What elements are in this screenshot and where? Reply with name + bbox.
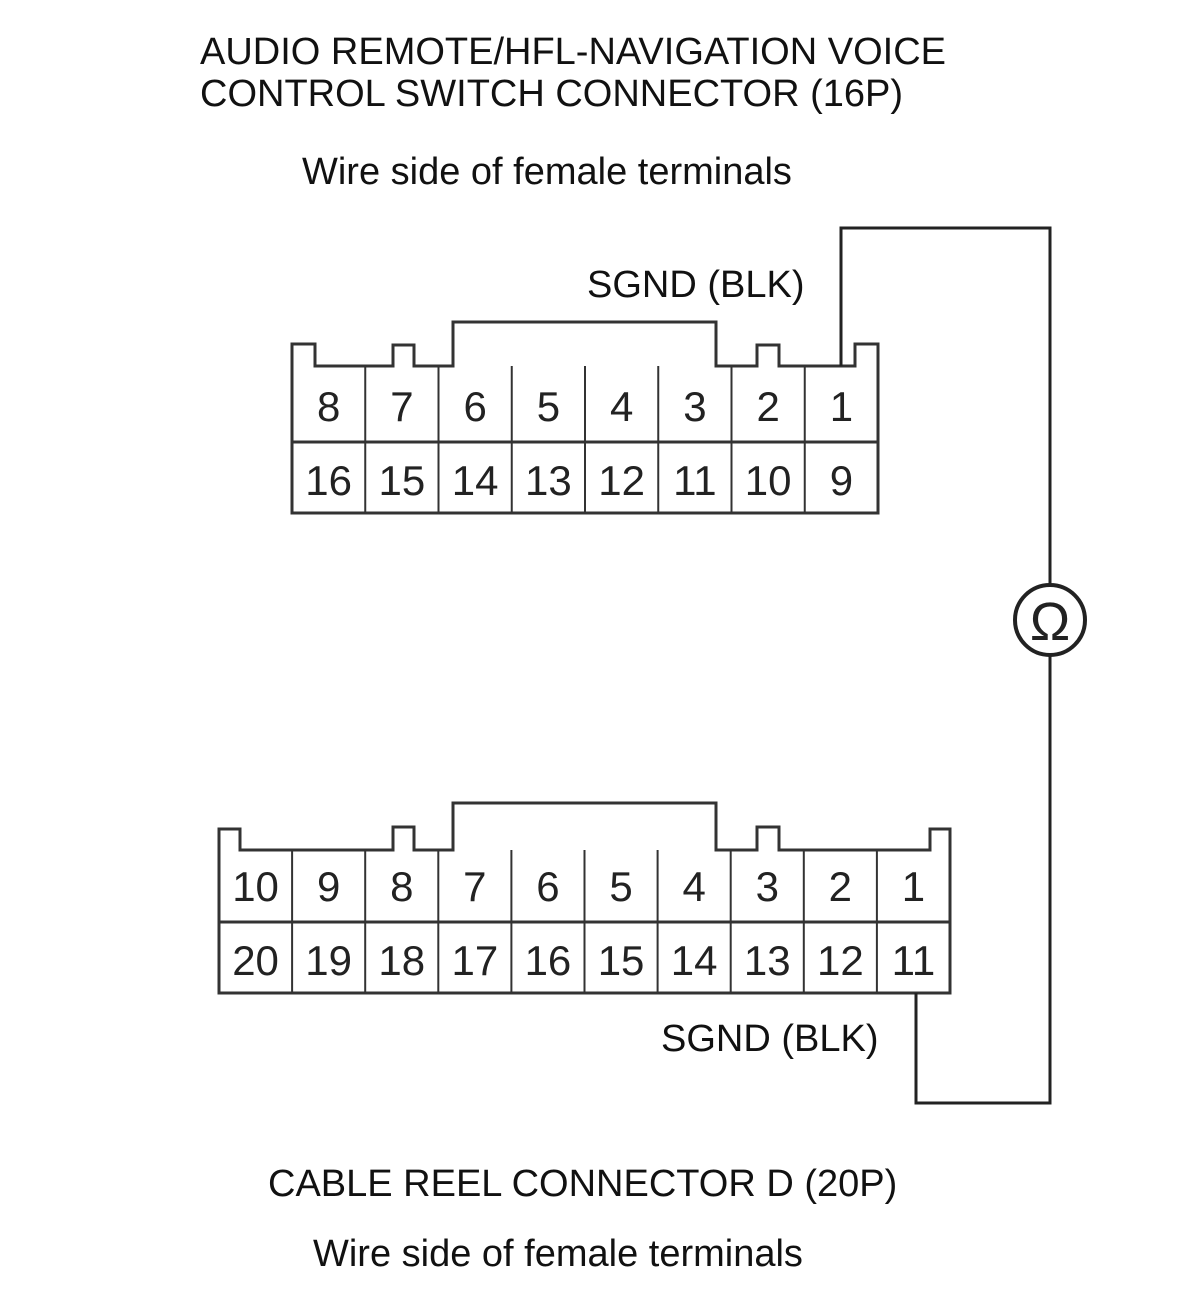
top-connector-pin: 6 [463, 383, 486, 430]
bottom-connector-title: CABLE REEL CONNECTOR D (20P) [268, 1163, 898, 1205]
bottom-connector-pin: 19 [305, 937, 352, 984]
bottom-connector-pin: 3 [756, 863, 779, 910]
ohm-icon: Ω [1030, 592, 1070, 652]
wire-from-top-pin-1 [839, 226, 1052, 585]
bottom-connector-pin: 2 [829, 863, 852, 910]
bottom-connector-pin: 1 [902, 863, 925, 910]
bottom-connector-subtitle: Wire side of female terminals [313, 1233, 803, 1275]
top-sgnd-label: SGND (BLK) [587, 264, 805, 306]
top-connector-title-line1: AUDIO REMOTE/HFL-NAVIGATION VOICE [200, 31, 946, 73]
bottom-connector-pin: 18 [378, 937, 425, 984]
top-connector-pin: 16 [305, 457, 352, 504]
top-connector-dividers [364, 366, 806, 513]
top-connector-pin: 15 [379, 457, 426, 504]
bottom-connector-pin: 12 [817, 937, 864, 984]
bottom-connector-pin: 13 [744, 937, 791, 984]
bottom-connector-pin: 10 [232, 863, 279, 910]
top-connector-pin: 8 [317, 383, 340, 430]
top-connector-pin: 9 [830, 457, 853, 504]
top-connector-pin: 14 [452, 457, 499, 504]
top-connector-pin: 7 [390, 383, 413, 430]
top-connector-pin: 10 [745, 457, 792, 504]
top-connector-pin: 12 [598, 457, 645, 504]
bottom-connector-pin: 17 [451, 937, 498, 984]
wire-from-bottom-pin-11 [914, 655, 1052, 1105]
bottom-connector-pin: 9 [317, 863, 340, 910]
top-connector-pin: 3 [683, 383, 706, 430]
top-connector-pin: 13 [525, 457, 572, 504]
top-connector-pins: 8 7 6 5 4 3 2 1 16 15 14 13 12 11 10 9 [305, 383, 853, 504]
top-connector: 8 7 6 5 4 3 2 1 16 15 14 13 12 11 10 9 [290, 320, 880, 515]
top-connector-subtitle: Wire side of female terminals [302, 151, 792, 193]
bottom-sgnd-label: SGND (BLK) [661, 1018, 879, 1060]
bottom-connector-outline [217, 801, 952, 995]
bottom-connector-pin: 8 [390, 863, 413, 910]
bottom-connector-pin: 11 [892, 937, 936, 984]
bottom-connector-dividers [291, 850, 878, 993]
meter-circuit [839, 226, 1087, 1105]
top-connector-pin: 4 [610, 383, 633, 430]
bottom-connector-pin: 20 [232, 937, 279, 984]
top-connector-pin: 1 [830, 383, 853, 430]
bottom-connector-pin: 16 [525, 937, 572, 984]
ohmmeter-symbol [1013, 583, 1087, 657]
bottom-connector-pin: 6 [536, 863, 559, 910]
bottom-connector-pin: 4 [682, 863, 705, 910]
top-connector-pin: 11 [673, 457, 717, 504]
bottom-connector-pin: 14 [671, 937, 718, 984]
top-connector-title-line2: CONTROL SWITCH CONNECTOR (16P) [200, 73, 904, 115]
bottom-connector-pin: 7 [463, 863, 486, 910]
top-connector-outline [290, 320, 880, 515]
bottom-connector-pin: 15 [598, 937, 645, 984]
top-connector-pin: 2 [756, 383, 779, 430]
bottom-connector-pin: 5 [609, 863, 632, 910]
top-connector-pin: 5 [537, 383, 560, 430]
